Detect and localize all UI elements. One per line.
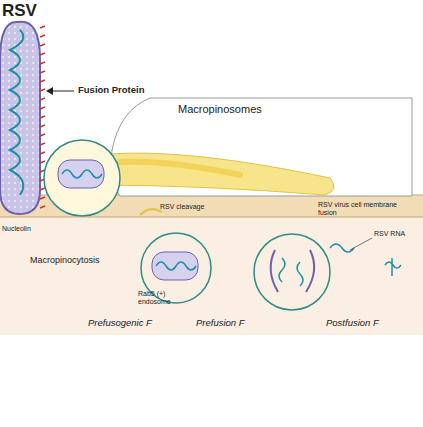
- spike-stroke: [40, 44, 45, 46]
- spike-stroke: [40, 116, 45, 118]
- spike-stroke: [40, 26, 45, 28]
- spike-stroke: [40, 89, 45, 91]
- spike-stroke: [40, 143, 45, 145]
- fusion-protein-spikes: [0, 26, 45, 208]
- stage-label: Prefusion F: [196, 318, 245, 329]
- stage-label: Postfusion F: [326, 318, 379, 329]
- cell-interior: [0, 195, 423, 335]
- released-rna: [385, 258, 401, 276]
- virus-title: RSV: [2, 1, 37, 21]
- spike-stroke: [40, 71, 45, 73]
- rsv-virion: [0, 22, 40, 214]
- part-label: Fusion Protein: [78, 85, 145, 96]
- spike-stroke: [40, 161, 45, 163]
- receptor-label: Nucleolin: [2, 225, 31, 233]
- spike-stroke: [40, 98, 45, 100]
- spike-stroke: [40, 152, 45, 154]
- rsv-genome: [10, 30, 23, 195]
- part-label: RSV RNA: [374, 230, 405, 238]
- macropinosome-forming: [44, 140, 120, 216]
- process-label: Macropinocytosis: [30, 255, 100, 265]
- spike-stroke: [40, 188, 45, 190]
- spike-stroke: [40, 107, 45, 109]
- spike-stroke: [40, 134, 45, 136]
- spike-stroke: [40, 35, 45, 37]
- spike-stroke: [40, 125, 45, 127]
- spike-stroke: [40, 197, 45, 199]
- spike-stroke: [40, 53, 45, 55]
- fusing-endosome: [254, 234, 330, 310]
- spike-stroke: [40, 206, 45, 208]
- callout-label: Macropinosomes: [178, 103, 262, 116]
- spike-stroke: [40, 80, 45, 82]
- step-label: RSV cleavage: [160, 203, 204, 211]
- step-label: RSV virus cell membrane fusion: [318, 201, 398, 217]
- spike-stroke: [40, 62, 45, 64]
- stage-label: Prefusogenic F: [88, 318, 152, 329]
- part-label: Rab5 (+) endosome: [138, 290, 180, 306]
